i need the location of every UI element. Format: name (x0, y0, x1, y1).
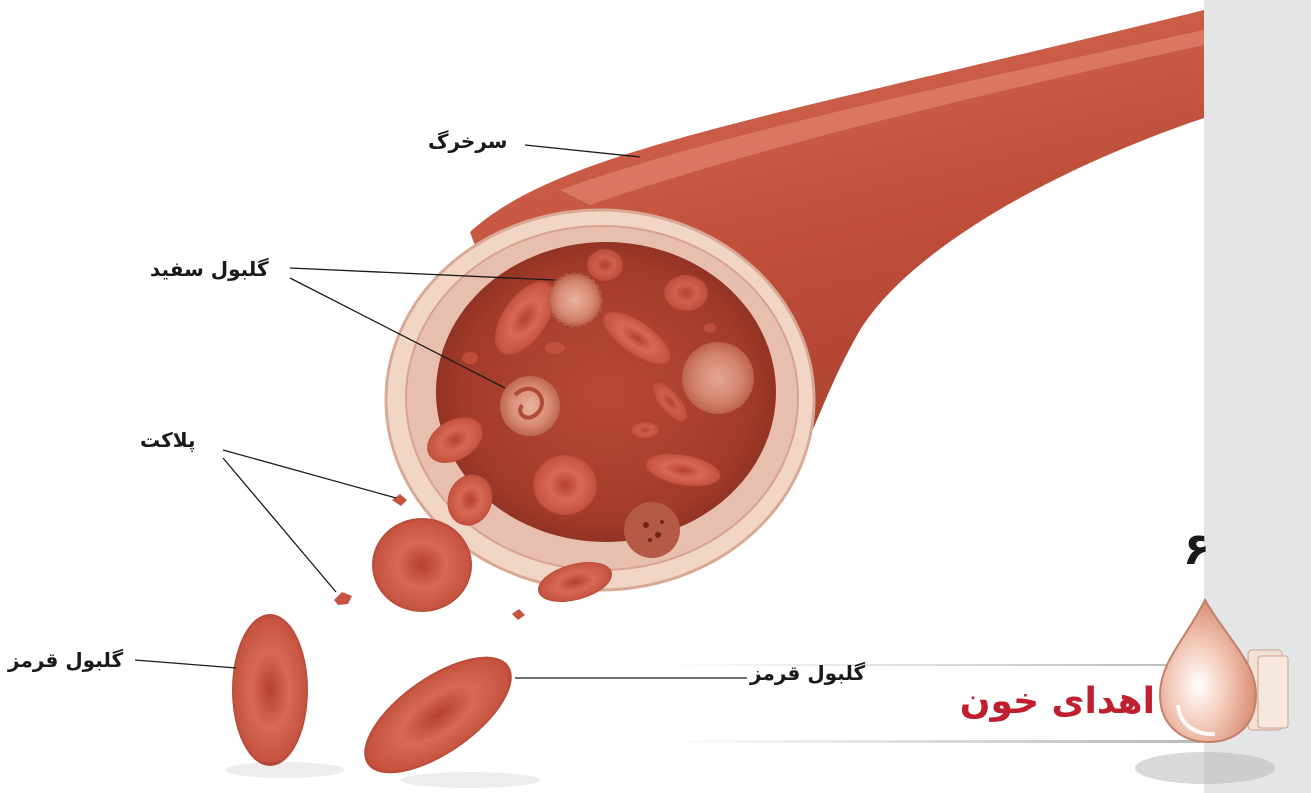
red-blood-cell (631, 422, 659, 438)
platelet (392, 494, 407, 506)
white-blood-cell (500, 376, 560, 436)
white-blood-cell (549, 274, 601, 326)
white-blood-cell-label: گلبول سفید (150, 259, 269, 279)
chapter-title: اهدای خون (945, 684, 1155, 720)
chapter-rule-bottom (660, 740, 1200, 743)
blood-drop-book-icon (1135, 600, 1288, 784)
platelet (512, 609, 525, 620)
chapter-rule-top (660, 664, 1200, 666)
platelet-label: پلاکت (140, 430, 196, 450)
white-blood-cell (682, 342, 754, 414)
red-blood-cell (533, 455, 597, 515)
red-blood-cell (462, 352, 478, 364)
artery-label: سرخرگ (428, 131, 507, 151)
red-blood-cell (346, 635, 530, 793)
white-blood-cell (624, 502, 680, 558)
red-blood-cell (664, 275, 708, 311)
platelet (334, 592, 352, 605)
red-blood-cell (372, 518, 472, 612)
red-blood-cell (232, 614, 308, 766)
page-number: ۶ (1183, 528, 1210, 572)
red-blood-cell-label-right: گلبول قرمز (750, 663, 865, 683)
red-blood-cell (587, 249, 623, 281)
red-blood-cell-label-left: گلبول قرمز (8, 650, 123, 670)
red-blood-cell (704, 323, 716, 333)
red-blood-cell (545, 342, 565, 354)
